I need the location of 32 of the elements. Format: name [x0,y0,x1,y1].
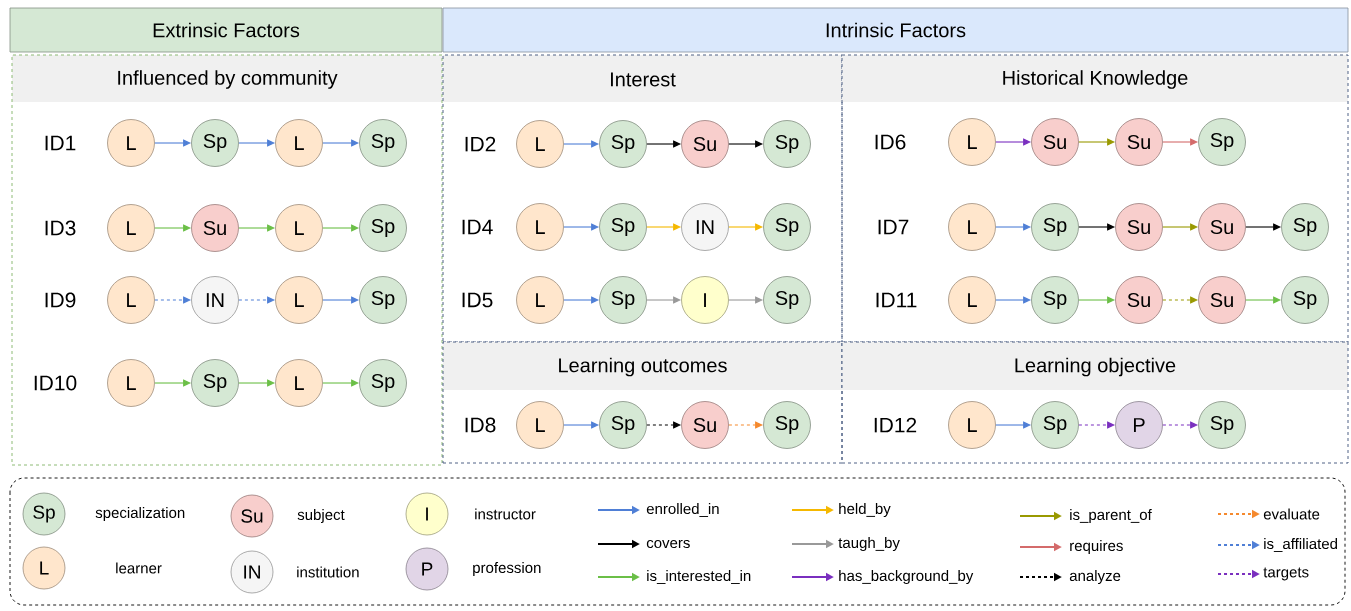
header-box: Extrinsic Factors [9,7,443,53]
legend-text: covers [646,539,690,549]
row-id: ID1 [45,135,76,151]
row-id: ID2 [465,136,496,152]
legend-text: is_interested_in [647,570,751,584]
row-id: ID8 [465,417,496,433]
row-id: ID9 [45,292,76,308]
legend-text: enrolled_in [646,503,719,517]
legend-text: learner [116,562,162,574]
legend-text: instructor [475,508,536,520]
row-id: ID10 [34,375,77,391]
legend-text: is_parent_of [1070,509,1152,523]
legend-text: specialization [95,507,185,521]
legend-text: subject [297,509,345,523]
row-id: ID6 [875,134,906,150]
legend-text: evaluate [1263,508,1320,520]
row-id: ID4 [462,219,493,235]
legend-text: taugh_by [838,537,900,551]
legend-text: targets [1263,567,1309,581]
row-id: ID7 [878,219,909,235]
legend-text: is_affiliated [1264,538,1337,552]
legend-text: institution [297,566,359,578]
legend-text: has_background_by [839,570,974,584]
legend-text: analyze [1069,570,1121,584]
header-box: Intrinsic Factors [442,7,1349,53]
legend-text: profession [473,562,541,576]
row-id: ID12 [874,417,917,433]
legend-text: requires [1070,540,1123,554]
legend-text: held_by [839,503,891,517]
row-id: ID3 [45,220,76,236]
row-id: ID5 [462,292,493,308]
row-id: ID11 [876,292,917,308]
